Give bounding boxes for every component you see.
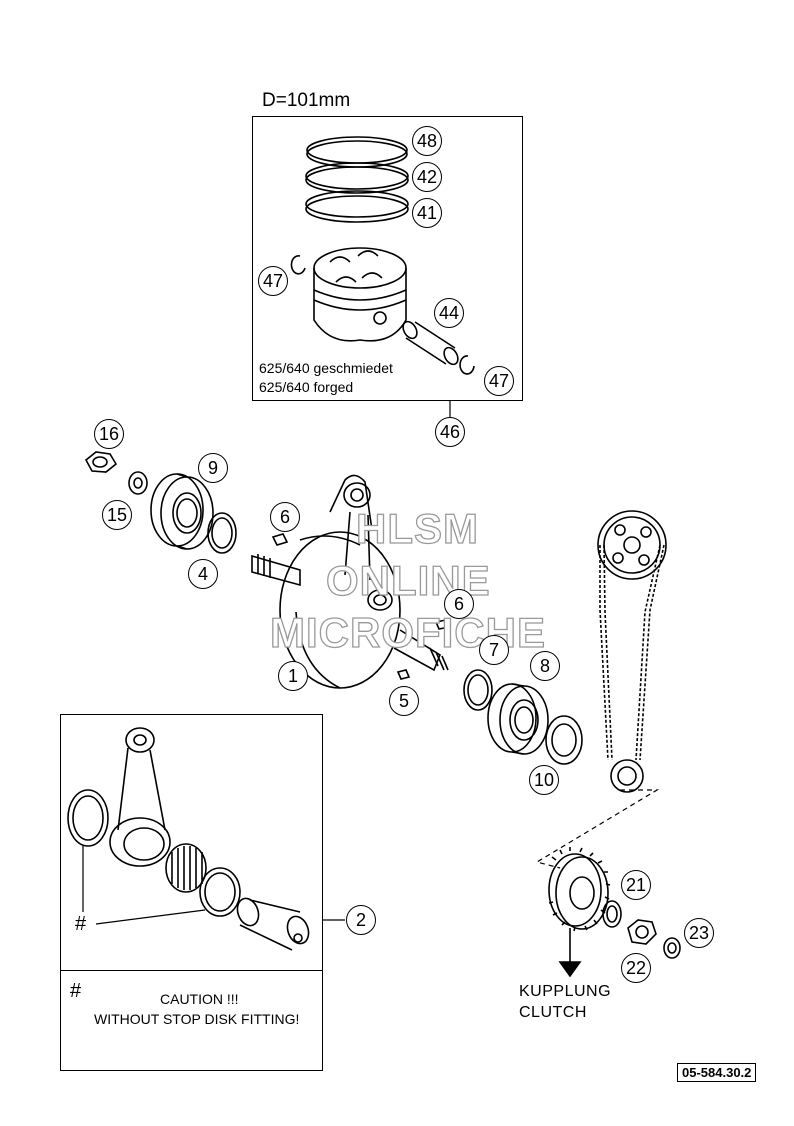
bearing-8 [487, 683, 549, 755]
callout-21: 21 [621, 870, 651, 900]
shaft-seal-10 [545, 715, 583, 765]
callout-23: 23 [684, 918, 714, 948]
caution-line-2: WITHOUT STOP DISK FITTING! [94, 1011, 300, 1027]
camshaft-sprocket [597, 510, 667, 580]
callout-22: 22 [621, 953, 651, 983]
callout-48: 48 [412, 126, 442, 156]
nut-16 [84, 451, 118, 473]
hash-leader-lines [82, 846, 206, 925]
callout-4: 4 [188, 559, 218, 589]
crank-pin [236, 897, 310, 951]
washer-21 [602, 900, 622, 928]
callout-15: 15 [102, 500, 132, 530]
piston-kit-box [252, 116, 523, 401]
clutch-label-de: KUPPLUNG [519, 983, 612, 1000]
circlip-47-right [459, 355, 475, 375]
piston-diameter-label: D=101mm [262, 90, 351, 111]
connecting-rod-box [60, 714, 323, 1071]
callout-5: 5 [389, 686, 419, 716]
washer-15 [128, 471, 148, 495]
callout-2: 2 [346, 905, 376, 935]
bearing-9 [150, 473, 214, 550]
primary-gear [548, 847, 611, 932]
nut-22 [627, 919, 657, 945]
piston-ring-42 [305, 162, 409, 194]
callout-16: 16 [94, 419, 124, 449]
callout-9: 9 [198, 453, 228, 483]
callout-41: 41 [412, 198, 442, 228]
woodruff-key-6-left [271, 533, 289, 546]
callout-46: 46 [435, 417, 465, 447]
rod-box-divider [60, 970, 323, 971]
callout-6-left: 6 [270, 502, 300, 532]
piston-variant-forged: 625/640 forged [259, 379, 354, 395]
woodruff-key-6-right [434, 619, 451, 630]
callout-42: 42 [412, 162, 442, 192]
caution-line-1: CAUTION !!! [160, 991, 239, 1007]
arrow-to-clutch [558, 928, 582, 978]
callout-1: 1 [278, 661, 308, 691]
rod-inset-thrust-washer-left [67, 789, 109, 847]
shim-7 [463, 669, 493, 711]
callout-10: 10 [529, 765, 559, 795]
watermark-line-1: HLSM [355, 504, 479, 552]
callout-44: 44 [434, 298, 464, 328]
crankshaft [251, 474, 449, 689]
callout-6-right: 6 [444, 589, 474, 619]
rod-inset-thrust-washer-right [199, 867, 241, 917]
circlip-47-left [290, 254, 306, 275]
hash-mark: # [75, 913, 87, 935]
callout-7: 7 [479, 635, 509, 665]
note-hash-mark: # [70, 980, 82, 1002]
piston-pin [402, 320, 459, 366]
callout-47-right: 47 [484, 366, 514, 396]
connecting-rod [109, 727, 171, 867]
callout-47-left: 47 [258, 266, 288, 296]
woodruff-key-5 [396, 669, 411, 680]
clutch-label-en: CLUTCH [519, 1004, 587, 1021]
washer-23 [663, 937, 681, 959]
crankshaft-sprocket [610, 759, 644, 793]
piston-ring-41 [305, 190, 409, 223]
piston-variant-geschmiedet: 625/640 geschmiedet [259, 360, 393, 376]
needle-bearing [165, 843, 207, 893]
timing-chain [599, 544, 665, 761]
shim-4 [207, 512, 237, 554]
piston [313, 247, 407, 342]
callout-8: 8 [530, 651, 560, 681]
clutch-reference-line [535, 789, 660, 869]
drawing-code: 05-584.30.2 [677, 1063, 757, 1082]
